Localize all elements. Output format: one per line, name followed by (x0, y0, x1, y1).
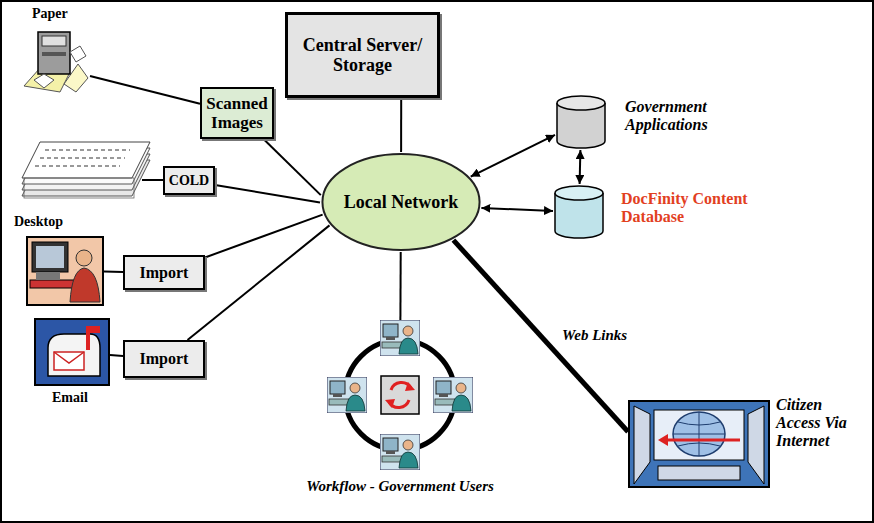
cylG-icon (555, 94, 607, 150)
ring-icon (325, 320, 475, 470)
box-label: Scanned Images (206, 94, 267, 132)
process-box: Scanned Images (200, 87, 274, 139)
icon-caption: Desktop (14, 214, 63, 230)
icon-caption: Workflow - Government Users (285, 478, 515, 495)
process-box: Central Server/ Storage (285, 12, 440, 98)
paper-icon (20, 28, 90, 94)
process-box: Import (123, 340, 205, 378)
icon-node: DocFinity Content Database (553, 182, 783, 244)
icon-node: Citizen Access Via Internet (628, 394, 868, 492)
icon-caption: Paper (32, 6, 68, 22)
mail-icon (34, 318, 110, 386)
box-label: COLD (169, 173, 209, 189)
process-box: COLD (163, 166, 215, 195)
network-label: Local Network (344, 192, 458, 212)
process-box: Import (123, 255, 205, 290)
connector-line (400, 98, 402, 152)
connector-line (264, 139, 321, 195)
cit-icon (628, 400, 770, 488)
icon-caption: DocFinity Content Database (621, 190, 761, 226)
connector-line (188, 225, 330, 340)
connector-line (579, 150, 582, 184)
connector-line (104, 271, 123, 273)
icon-node: Paper (14, 6, 94, 96)
box-label: Central Server/ Storage (293, 35, 432, 75)
box-label: Import (140, 350, 189, 368)
icon-node: Workflow - Government Users (285, 318, 515, 504)
icon-caption: Email (52, 390, 88, 406)
icon-caption: Citizen Access Via Internet (776, 396, 860, 450)
connector-line (205, 215, 323, 258)
printout-icon (22, 142, 150, 198)
cylB-icon (553, 184, 605, 240)
icon-node: Desktop (14, 214, 114, 308)
icon-node: Email (30, 318, 114, 412)
icon-caption: Government Applications (625, 98, 757, 134)
connector-line (481, 208, 553, 211)
icon-node: Government Applications (555, 92, 760, 152)
connector-line (142, 179, 163, 181)
desk-icon (26, 236, 104, 306)
edge-label: Web Links (560, 327, 629, 344)
connector-line (215, 185, 320, 203)
network-ellipse: Local Network (320, 152, 482, 252)
connector-line (471, 135, 555, 177)
box-label: Import (140, 264, 189, 282)
connector-line (399, 252, 401, 320)
connector-line (110, 355, 123, 356)
connector-line (90, 76, 200, 104)
